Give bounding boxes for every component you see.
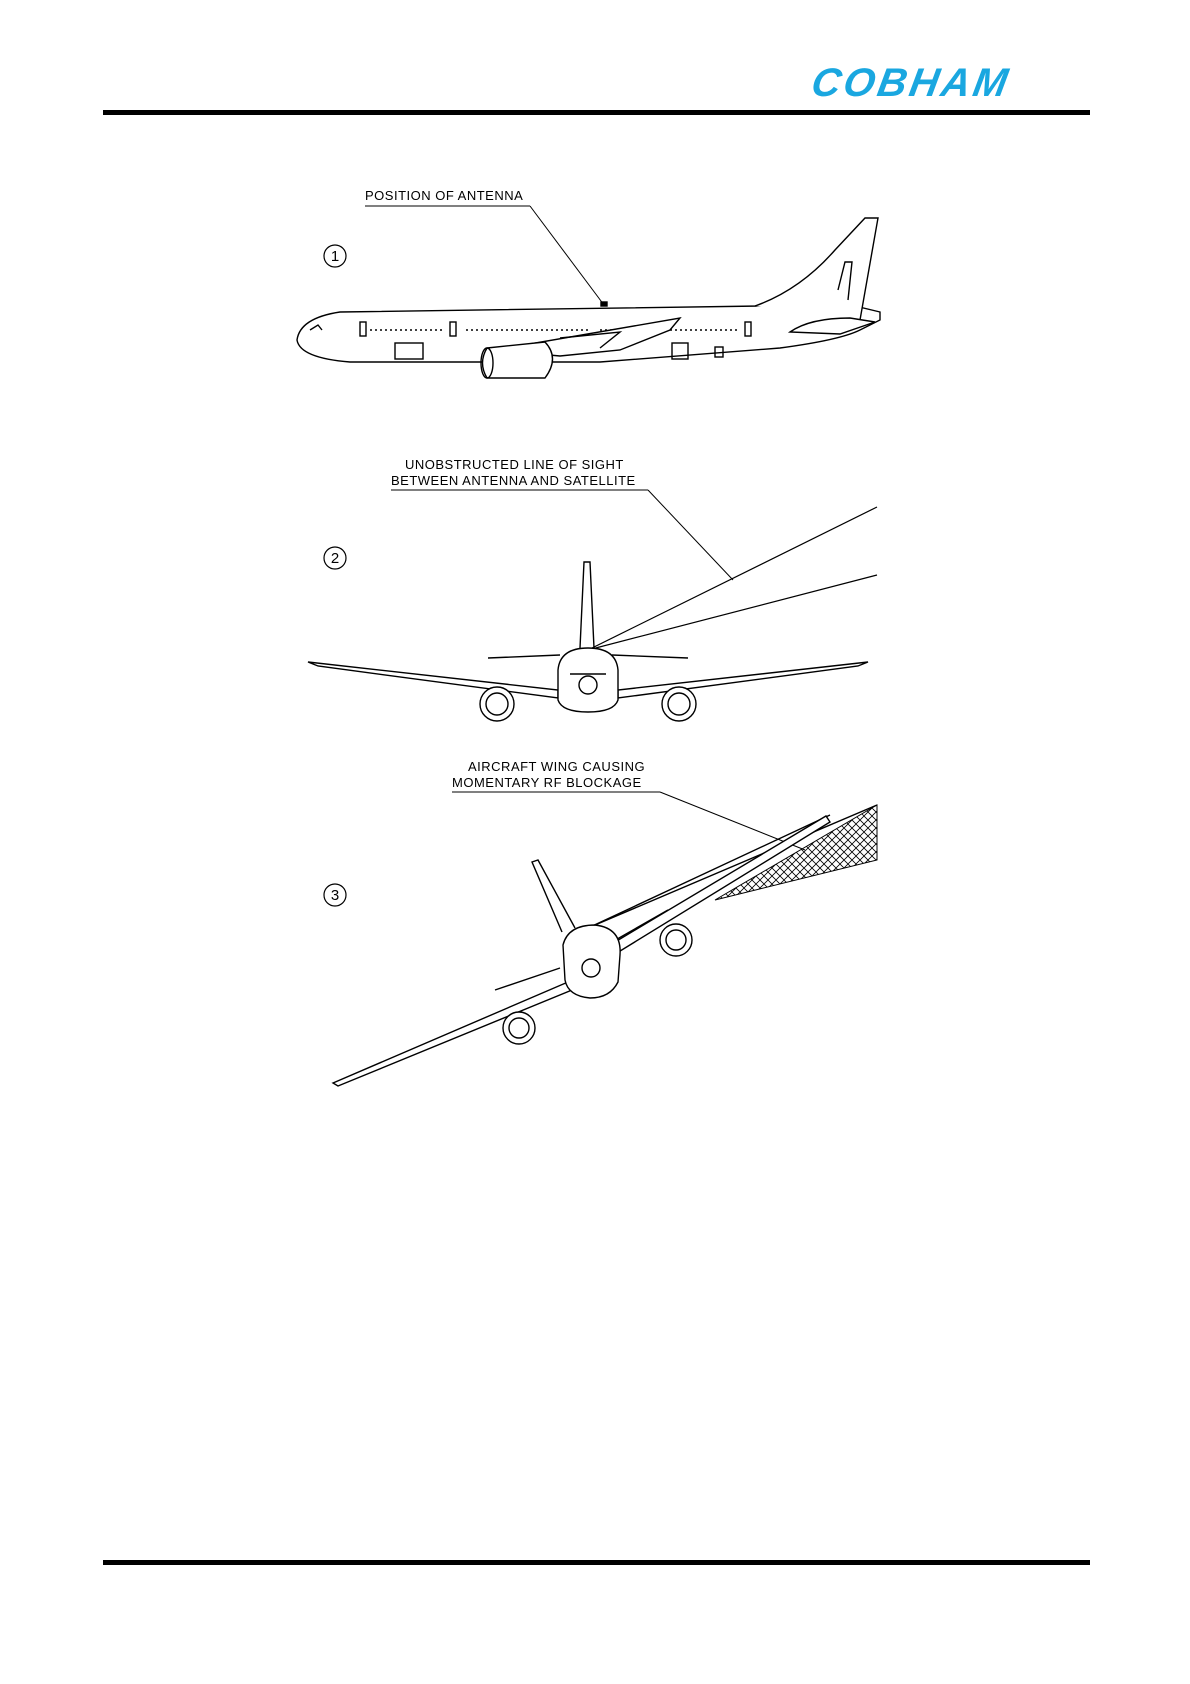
panel-3-number: 3 <box>324 884 346 906</box>
aircraft-side-view <box>297 218 880 378</box>
rf-blockage-label-line2: MOMENTARY RF BLOCKAGE <box>452 775 642 790</box>
line-of-sight-label-line2: BETWEEN ANTENNA AND SATELLITE <box>391 473 636 488</box>
panel-3-leader <box>452 792 805 850</box>
panel-1-leader <box>365 206 604 305</box>
panel-1-number: 1 <box>324 245 346 267</box>
panel-2-number: 2 <box>324 547 346 569</box>
panel-2-leader <box>391 490 733 580</box>
panel-1: 1 POSITION OF ANTENNA <box>297 188 880 378</box>
panel-2: 2 UNOBSTRUCTED LINE OF SIGHT BETWEEN ANT… <box>308 457 877 721</box>
line-of-sight-label-line1: UNOBSTRUCTED LINE OF SIGHT <box>405 457 624 472</box>
rf-blockage-label-line1: AIRCRAFT WING CAUSING <box>468 759 645 774</box>
aircraft-front-view <box>308 562 868 721</box>
line-of-sight-rays <box>588 507 877 650</box>
position-of-antenna-label: POSITION OF ANTENNA <box>365 188 523 203</box>
rf-blockage-shadow <box>715 805 877 900</box>
svg-text:1: 1 <box>331 248 339 265</box>
footer-rule <box>103 1560 1090 1565</box>
aircraft-banked-view <box>333 805 877 1086</box>
svg-text:2: 2 <box>331 550 339 567</box>
panel-3: 3 AIRCRAFT WING CAUSING MOMENTARY RF BLO… <box>324 759 877 1086</box>
svg-text:3: 3 <box>331 887 339 904</box>
